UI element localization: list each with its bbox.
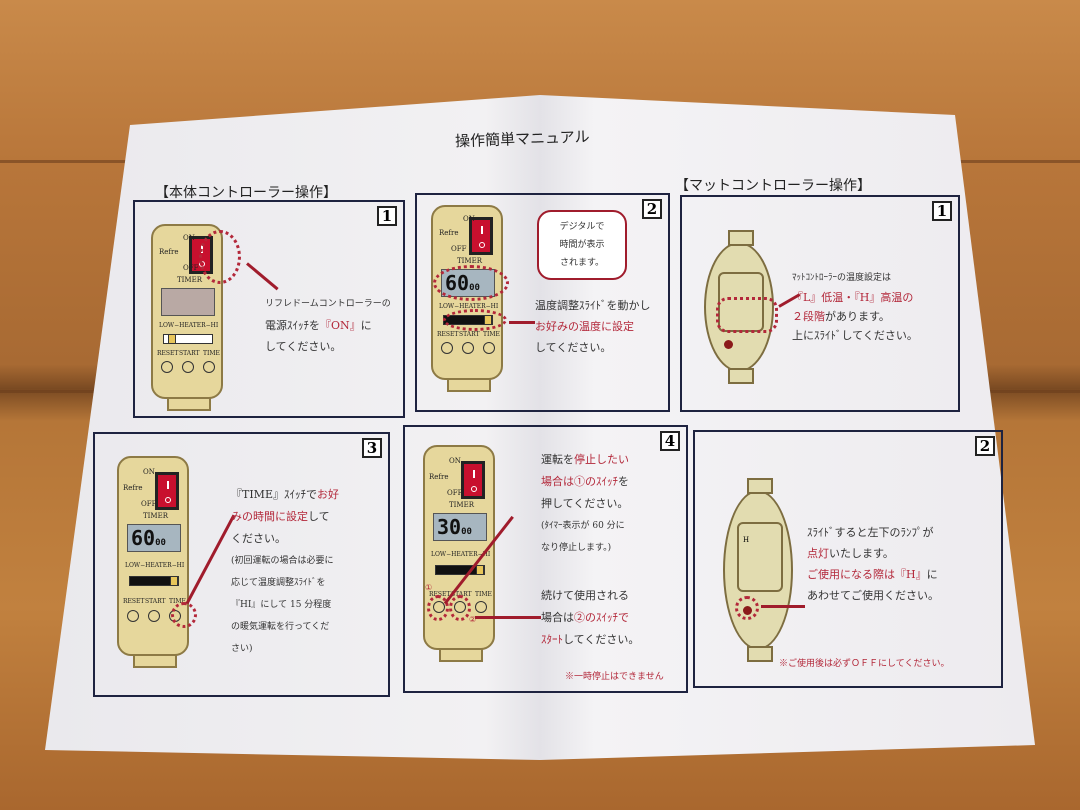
step-number: 1: [932, 201, 952, 221]
highlight-circle: [716, 297, 778, 333]
circle-2-label: ②: [469, 615, 477, 624]
step-number: 2: [975, 436, 995, 456]
step-number: 4: [660, 431, 680, 451]
refre-label: Refre: [159, 248, 179, 256]
highlight-circle: [427, 595, 449, 621]
h-mark: H: [743, 536, 750, 544]
timer-label: TIMER: [457, 257, 482, 265]
on-label: ON: [463, 215, 475, 223]
off-label: OFF: [447, 489, 463, 497]
speech-bubble: デジタルで時間が表示されます。: [537, 210, 627, 280]
instruction-text: 『TIME』ｽｲｯﾁでお好 みの時間に設定して ください。 (初回運転の場合は必…: [231, 488, 339, 654]
time-label: TIME: [169, 598, 186, 605]
time-label: TIME: [483, 331, 500, 338]
step-number: 1: [377, 206, 397, 226]
body-step-2: 2 ON Refre OFF TIMER 6000 LOW−HEATER−HI …: [415, 193, 670, 412]
start-label: START: [451, 591, 472, 598]
arrow-icon: [475, 616, 541, 619]
step-number: 2: [642, 199, 662, 219]
lcd-display: 3000: [433, 513, 487, 541]
start-label: START: [179, 350, 200, 357]
mat-controller-illustration: [704, 230, 774, 384]
instruction-text: ﾏｯﾄｺﾝﾄﾛｰﾗｰの温度設定は 『L』低温・『H』高温の ２段階があります。 …: [792, 273, 918, 342]
timer-label: TIMER: [177, 276, 202, 284]
highlight-circle: [171, 602, 197, 628]
slider-label: LOW−HEATER−HI: [125, 562, 185, 569]
off-label: OFF: [141, 500, 157, 508]
start-label: START: [145, 598, 166, 605]
instruction-text: 温度調整ｽﾗｲﾄﾞを動かし お好みの温度に設定 してください。: [535, 299, 651, 354]
lamp-indicator: [724, 340, 733, 349]
timer-label: TIMER: [143, 512, 168, 520]
arrow-icon: [246, 262, 279, 291]
instruction-text: リフレドームコントローラーの 電源ｽｲｯﾁを『ON』に してください。: [265, 299, 391, 353]
slider-label: LOW−HEATER−HI: [439, 303, 499, 310]
refre-label: Refre: [429, 473, 449, 481]
body-step-1: 1 ON Refre OFF TIMER LOW−HEATER−HI RESET…: [133, 200, 405, 418]
note-text: ※一時停止はできません: [565, 672, 664, 682]
time-label: TIME: [203, 350, 220, 357]
highlight-circle: [735, 596, 759, 620]
slider-label: LOW−HEATER−HI: [431, 551, 491, 558]
step-number: 3: [362, 438, 382, 458]
slider-knob: [168, 334, 176, 344]
off-label: OFF: [183, 264, 199, 272]
on-label: ON: [143, 468, 155, 476]
slider-label: LOW−HEATER−HI: [159, 322, 219, 329]
time-label: TIME: [475, 591, 492, 598]
lcd-blank: [161, 288, 215, 316]
highlight-circle: [449, 595, 471, 621]
reset-label: RESET: [429, 591, 451, 598]
section-body-controller: 【本体コントローラー操作】: [155, 185, 337, 201]
reset-label: RESET: [157, 350, 179, 357]
on-label: ON: [449, 457, 461, 465]
instruction-text: ｽﾗｲﾄﾞすると左下のﾗﾝﾌﾟが 点灯いたします。 ご使用になる際は『H』に あ…: [807, 526, 939, 602]
instruction-text-2: 続けて使用される 場合は②のｽｲｯﾁで ｽﾀｰﾄしてください。: [541, 589, 640, 646]
note-text: ※ご使用後は必ずＯＦＦにしてください。: [779, 659, 950, 669]
highlight-circle: [433, 265, 509, 301]
section-mat-controller: 【マットコントローラー操作】: [675, 178, 871, 194]
highlight-circle: [199, 230, 241, 284]
refre-label: Refre: [439, 229, 459, 237]
reset-label: RESET: [437, 331, 459, 338]
arrow-icon: [185, 514, 236, 605]
on-label: ON: [183, 234, 195, 242]
body-step-4: 4 ON Refre OFF TIMER 3000 LOW−HEATER−HI …: [403, 425, 688, 693]
timer-label: TIMER: [449, 501, 474, 509]
body-step-3: 3 ON Refre OFF TIMER 6000 LOW−HEATER−HI …: [93, 432, 390, 697]
highlight-circle: [443, 309, 507, 331]
refre-label: Refre: [123, 484, 143, 492]
mat-controller-illustration: H: [723, 478, 793, 662]
lcd-display: 6000: [127, 524, 181, 552]
mat-step-2: 2 H ｽﾗｲﾄﾞすると左下のﾗﾝﾌﾟが 点灯いたします。 ご使用になる際は『H…: [693, 430, 1003, 688]
start-label: START: [459, 331, 480, 338]
reset-label: RESET: [123, 598, 145, 605]
arrow-icon: [761, 605, 805, 608]
instruction-text: 運転を停止したい 場合は①のｽｲｯﾁを 押してください。 (ﾀｲﾏｰ表示が 60…: [541, 453, 629, 553]
arrow-icon: [509, 321, 535, 324]
circle-1-label: ①: [425, 583, 433, 592]
mat-step-1: 1 ﾏｯﾄｺﾝﾄﾛｰﾗｰの温度設定は 『L』低温・『H』高温の ２段階があります…: [680, 195, 960, 412]
off-label: OFF: [451, 245, 467, 253]
